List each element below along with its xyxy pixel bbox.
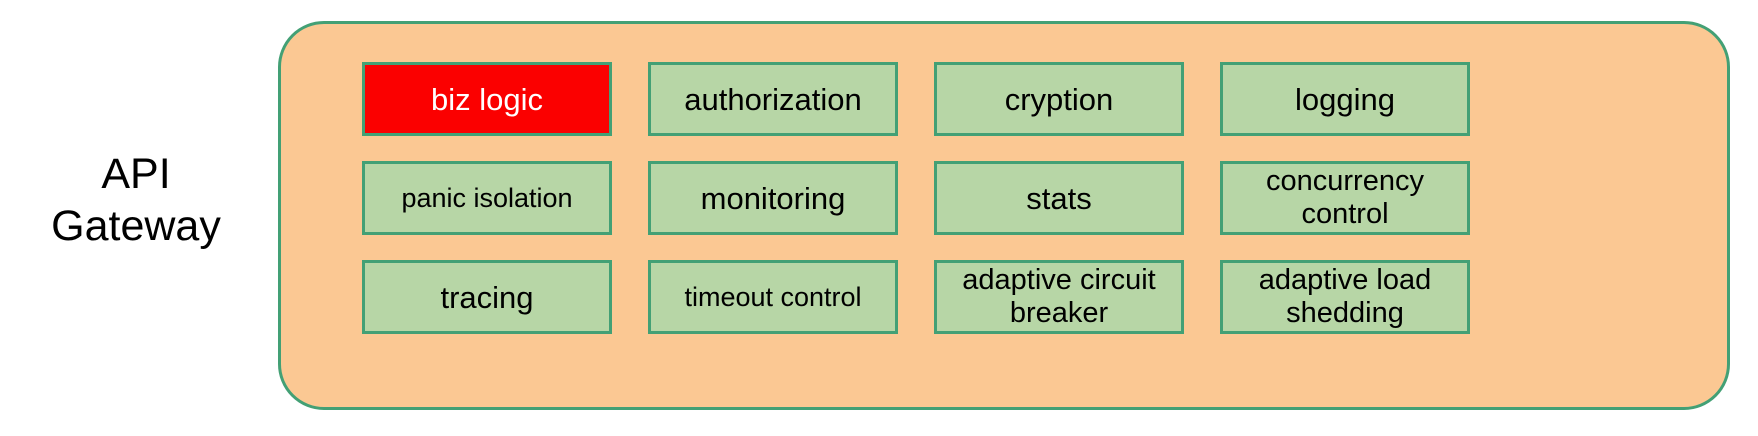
module-label: biz logic	[431, 81, 543, 117]
module-box-adaptive-circuit-breaker[interactable]: adaptive circuit breaker	[934, 260, 1184, 334]
module-label: stats	[1026, 180, 1092, 216]
module-box-timeout-control[interactable]: timeout control	[648, 260, 898, 334]
module-box-concurrency-control[interactable]: concurrency control	[1220, 161, 1470, 235]
module-box-authorization[interactable]: authorization	[648, 62, 898, 136]
module-label: tracing	[440, 279, 534, 315]
module-box-stats[interactable]: stats	[934, 161, 1184, 235]
api-gateway-label: API Gateway	[51, 150, 221, 250]
module-label: concurrency control	[1266, 165, 1424, 230]
module-label: authorization	[684, 81, 862, 117]
module-label: adaptive load shedding	[1258, 264, 1432, 329]
module-label: adaptive circuit breaker	[962, 264, 1156, 329]
module-label: panic isolation	[401, 182, 573, 213]
module-box-monitoring[interactable]: monitoring	[648, 161, 898, 235]
module-label: monitoring	[700, 180, 846, 216]
module-box-cryption[interactable]: cryption	[934, 62, 1184, 136]
module-box-logging[interactable]: logging	[1220, 62, 1470, 136]
module-label: cryption	[1004, 81, 1114, 117]
module-box-tracing[interactable]: tracing	[362, 260, 612, 334]
module-box-biz-logic[interactable]: biz logic	[362, 62, 612, 136]
module-label: timeout control	[684, 281, 862, 312]
module-label: logging	[1295, 81, 1395, 117]
api-gateway-container: biz logic authorization cryption logging…	[278, 21, 1730, 410]
module-box-panic-isolation[interactable]: panic isolation	[362, 161, 612, 235]
module-box-adaptive-load-shedding[interactable]: adaptive load shedding	[1220, 260, 1470, 334]
module-grid: biz logic authorization cryption logging…	[362, 62, 1652, 374]
